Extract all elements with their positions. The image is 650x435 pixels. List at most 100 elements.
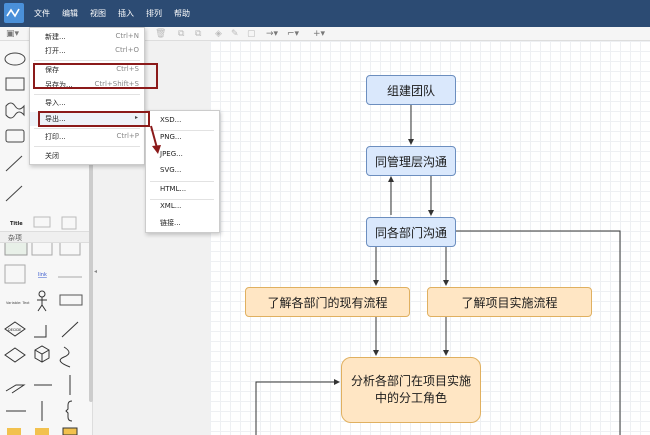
connectors: [255, 105, 621, 435]
menu-item-close-label: 关闭: [45, 152, 59, 160]
export-svg[interactable]: SVG...: [146, 164, 219, 178]
menu-file[interactable]: 文件: [34, 9, 50, 18]
menu-item-save[interactable]: 保存 Ctrl+S: [30, 63, 144, 77]
app-logo-icon[interactable]: [4, 3, 24, 23]
diagram-canvas[interactable]: 组建团队 同管理层沟通 同各部门沟通 了解各部门的现有流程 了解项目实施流程 分…: [210, 41, 650, 435]
folder-shape[interactable]: [7, 428, 21, 435]
delete-icon[interactable]: 🗑: [155, 29, 167, 39]
menu-separator: [34, 94, 140, 95]
menu-item-print-label: 打印...: [45, 133, 66, 141]
menu-item-save-label: 保存: [45, 66, 59, 74]
node-project-process[interactable]: 了解项目实施流程: [427, 287, 592, 317]
export-xml[interactable]: XML...: [146, 200, 219, 214]
annotation-arrow-icon: [150, 125, 161, 154]
collapse-panel-icon[interactable]: ◂: [94, 268, 98, 275]
section-misc-header[interactable]: 杂项: [0, 231, 92, 243]
cube-shape[interactable]: [34, 345, 50, 363]
menu-separator: [150, 181, 214, 182]
line-color-icon[interactable]: ✎: [231, 29, 239, 39]
curve-shape[interactable]: [59, 346, 71, 368]
export-jpeg[interactable]: JPEG...: [146, 148, 219, 162]
rectangle-shape[interactable]: [5, 77, 25, 91]
to-front-icon[interactable]: ⧉: [178, 29, 185, 39]
menu-help[interactable]: 帮助: [174, 9, 190, 18]
arrow-line-shape[interactable]: [5, 185, 23, 202]
title-shape[interactable]: Title: [10, 221, 23, 227]
node-mgmt-comm[interactable]: 同管理层沟通: [366, 146, 456, 176]
menu-item-export[interactable]: 导出... ▸: [30, 112, 144, 126]
menu-item-new-shortcut: Ctrl+N: [115, 32, 139, 40]
connection-style-icon[interactable]: →▾: [266, 29, 279, 39]
menu-insert[interactable]: 插入: [118, 9, 134, 18]
menu-item-open-label: 打开...: [45, 47, 66, 55]
menu-bar: 文件 编辑 视图 插入 排列 帮助: [0, 0, 650, 27]
menu-item-save-as-shortcut: Ctrl+Shift+S: [94, 80, 139, 88]
menu-item-close[interactable]: 关闭: [30, 149, 144, 163]
export-link-label: 链接...: [160, 219, 181, 227]
text-block-shape[interactable]: [61, 216, 77, 230]
annotation-save-box: [33, 63, 158, 89]
actor-shape[interactable]: [38, 290, 46, 298]
edge-loop-to-roles[interactable]: [255, 379, 340, 435]
menu-separator: [34, 60, 140, 61]
shadow-icon[interactable]: ▢: [247, 29, 256, 39]
export-xsd[interactable]: XSD...: [146, 114, 219, 128]
menu-separator: [34, 146, 140, 147]
variable-text-shape[interactable]: Variable: Text: [6, 301, 30, 305]
node-form-team[interactable]: 组建团队: [366, 75, 456, 105]
diagonal-line-shape[interactable]: [61, 321, 79, 338]
link-curve-shape[interactable]: [5, 384, 26, 394]
menu-item-save-as-label: 另存为...: [45, 81, 73, 89]
menu-edit[interactable]: 编辑: [62, 9, 78, 18]
waypoint-style-icon[interactable]: ⌐▾: [287, 29, 300, 39]
brace-shape[interactable]: [65, 400, 73, 422]
menu-separator: [150, 130, 214, 131]
edge-dept-right[interactable]: [456, 230, 621, 435]
node-roles[interactable]: 分析各部门在项目实施中的分工角色: [341, 357, 481, 423]
export-html-label: HTML...: [160, 185, 187, 193]
export-html[interactable]: HTML...: [146, 183, 219, 197]
fill-color-icon[interactable]: ◈: [215, 29, 222, 39]
section-misc-label: 杂项: [8, 234, 22, 242]
grid2-shape[interactable]: [59, 240, 81, 256]
card-shape[interactable]: [5, 129, 25, 143]
line-shape[interactable]: [5, 155, 23, 172]
menu-view[interactable]: 视图: [90, 9, 106, 18]
form-shape[interactable]: [4, 264, 26, 284]
list-shape[interactable]: [33, 216, 51, 228]
cloud-shape[interactable]: [4, 52, 26, 66]
menu-arrange[interactable]: 排列: [146, 9, 162, 18]
folder3-shape[interactable]: [62, 427, 78, 435]
node-dept-comm[interactable]: 同各部门沟通: [366, 217, 456, 247]
decision-label: DECIDE: [8, 328, 21, 332]
menu-separator: [150, 199, 214, 200]
export-png[interactable]: PNG...: [146, 131, 219, 145]
menu-item-import[interactable]: 导入...: [30, 96, 144, 110]
export-jpeg-label: JPEG...: [160, 150, 183, 158]
annotation-export-box: [38, 111, 150, 127]
toolbar: ▣▾ 🗑 ⧉ ⧉ ◈ ✎ ▢ →▾ ⌐▾ +▾: [0, 27, 650, 41]
export-submenu: XSD... PNG... JPEG... SVG... HTML... XML…: [145, 110, 220, 233]
export-link[interactable]: 链接...: [146, 216, 219, 230]
tape-shape[interactable]: [5, 102, 25, 119]
link-shape[interactable]: link: [38, 272, 47, 278]
decision-shape[interactable]: [4, 321, 26, 337]
menu-item-open-shortcut: Ctrl+O: [115, 46, 139, 54]
to-back-icon[interactable]: ⧉: [195, 29, 202, 39]
rhombus-shape[interactable]: [4, 347, 26, 363]
table-shape[interactable]: [4, 240, 28, 256]
insert-icon[interactable]: +▾: [313, 29, 326, 39]
menu-item-new-label: 新建...: [45, 33, 66, 41]
menu-item-open[interactable]: 打开... Ctrl+O: [30, 44, 144, 58]
menu-item-new[interactable]: 新建... Ctrl+N: [30, 30, 144, 44]
export-png-label: PNG...: [160, 133, 182, 141]
node-current-process[interactable]: 了解各部门的现有流程: [245, 287, 410, 317]
panel-toggle-icon[interactable]: ▣▾: [6, 29, 20, 39]
grid-shape[interactable]: [31, 240, 53, 256]
folder2-shape[interactable]: [35, 428, 49, 435]
panel-scrollbar[interactable]: [89, 82, 93, 402]
shape-library: Title link Variable: Text DECIDE: [4, 52, 83, 435]
menu-item-save-as[interactable]: 另存为... Ctrl+Shift+S: [30, 78, 144, 92]
elbow-shape[interactable]: [34, 325, 47, 338]
menu-item-print[interactable]: 打印... Ctrl+P: [30, 130, 144, 144]
